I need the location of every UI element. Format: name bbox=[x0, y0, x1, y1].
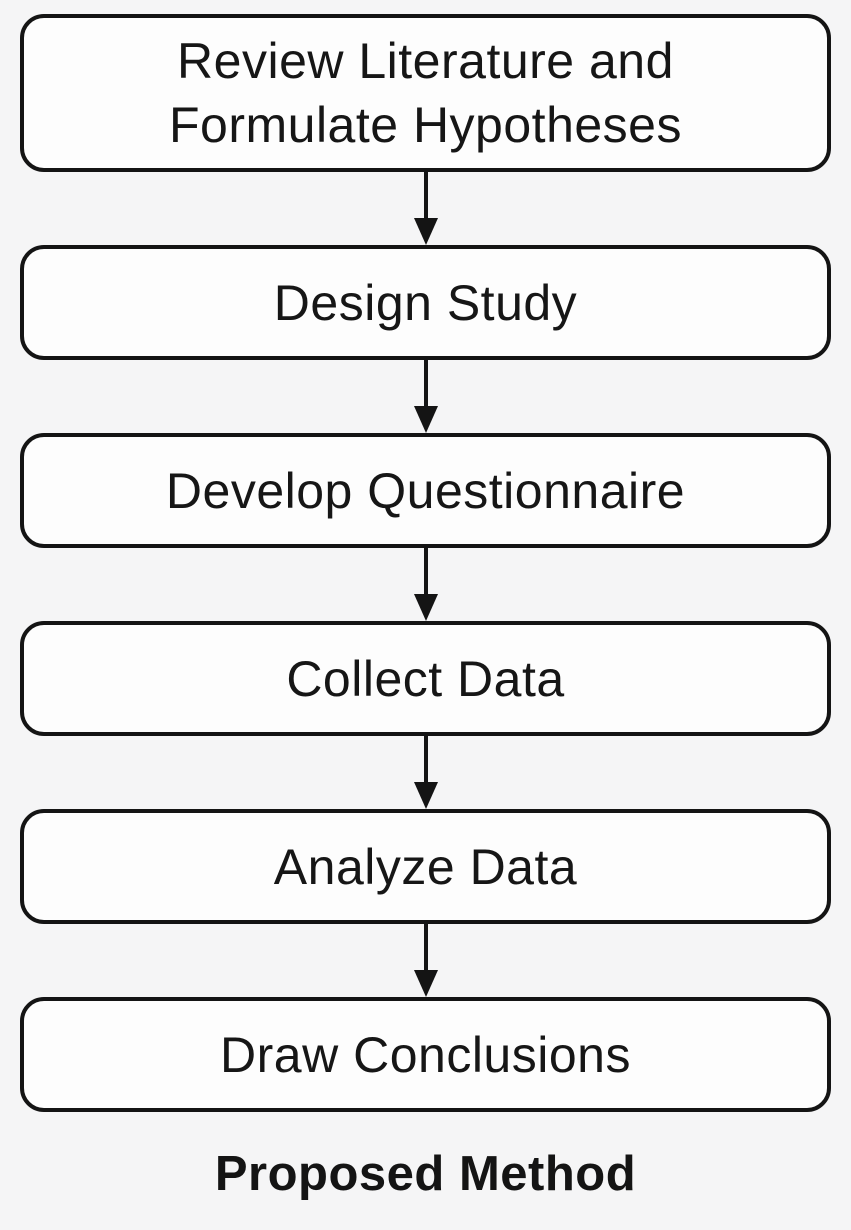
flow-step-review-literature: Review Literature and Formulate Hypothes… bbox=[20, 14, 831, 172]
flow-step-label: Draw Conclusions bbox=[220, 1026, 631, 1083]
arrow-down-icon bbox=[411, 924, 441, 997]
flow-step-collect-data: Collect Data bbox=[20, 621, 831, 736]
flow-step-label: Review Literature and Formulate Hypothes… bbox=[168, 33, 682, 153]
flow-step-analyze-data: Analyze Data bbox=[20, 809, 831, 924]
flow-step-draw-conclusions: Draw Conclusions bbox=[20, 997, 831, 1112]
arrow-down-icon bbox=[411, 360, 441, 433]
arrow-down-icon bbox=[411, 548, 441, 621]
arrow-down-icon bbox=[411, 172, 441, 245]
flow-step-design-study: Design Study bbox=[20, 245, 831, 360]
flow-step-develop-questionnaire: Develop Questionnaire bbox=[20, 433, 831, 548]
flow-step-label: Collect Data bbox=[286, 650, 565, 707]
flow-step-label: Analyze Data bbox=[273, 838, 578, 895]
diagram-title: Proposed Method bbox=[214, 1147, 637, 1201]
flow-step-label: Develop Questionnaire bbox=[165, 462, 686, 519]
arrow-down-icon bbox=[411, 736, 441, 809]
flow-step-label: Design Study bbox=[273, 274, 578, 331]
